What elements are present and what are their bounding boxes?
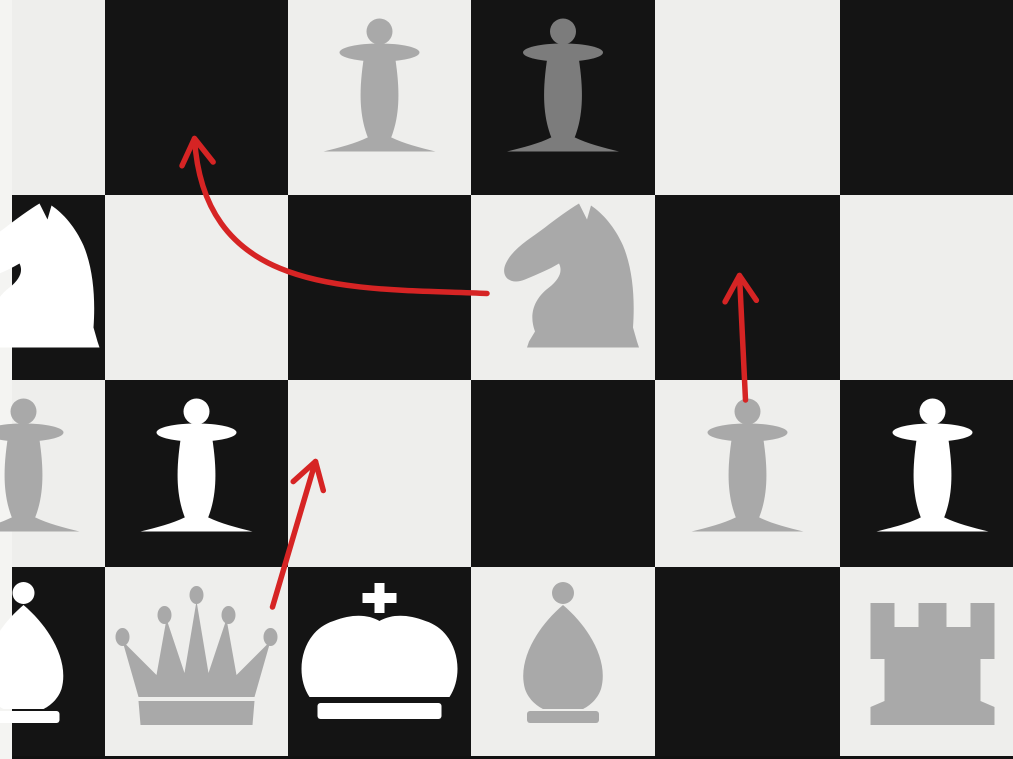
square-r3-c4 [655,567,841,756]
square-r0-c4 [655,0,841,196]
square-r2-c2 [288,380,472,568]
square-r0-c5 [840,0,1013,196]
grey-rook-icon [871,603,995,725]
square-r1-c5 [840,195,1013,381]
square-r1-c1 [105,195,289,381]
square-r2-c3 [471,380,656,568]
square-r0-c0 [0,0,106,196]
